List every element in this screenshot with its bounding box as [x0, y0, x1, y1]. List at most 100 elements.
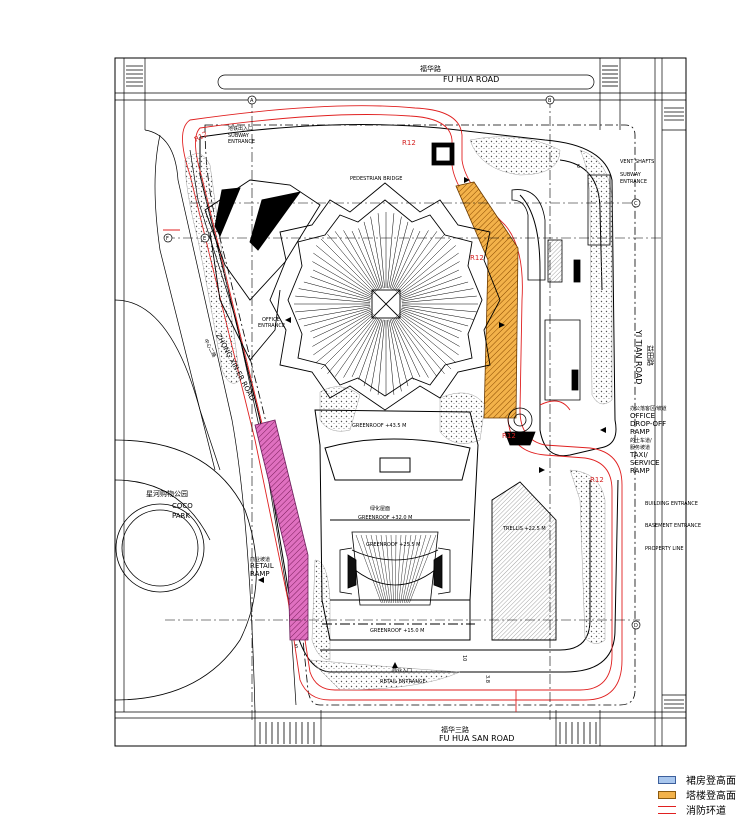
tower-radial-line — [401, 295, 477, 303]
office-ramp-en-1: OFFICE — [630, 412, 655, 420]
tower-radial-line — [303, 281, 371, 301]
grid-marker-label: F — [166, 236, 169, 242]
tower-radial-line — [370, 216, 384, 289]
grid-markers — [163, 95, 641, 630]
tower-radial-line — [310, 276, 372, 299]
retail-hall — [339, 531, 451, 606]
fire-lane-outline — [163, 105, 623, 712]
park-cn: 星河购物公园 — [146, 489, 188, 498]
tower-radial-line — [298, 288, 371, 302]
hall-fan-line — [380, 534, 391, 604]
tower-radial-line — [399, 261, 460, 297]
retail-ramp-cn: 商业坡道 — [250, 556, 270, 563]
east-road-en: YI TIAN ROAD — [634, 329, 643, 384]
legend-item: 塔楼登高面 — [658, 787, 750, 802]
radius-label: R12 — [502, 432, 516, 440]
tower-radial-line — [358, 318, 381, 380]
tower-radial-line — [334, 231, 378, 292]
dim-6: 6 — [577, 164, 580, 170]
subway-nw-en: SUBWAY — [228, 133, 250, 139]
retail-ramp-en-2: RAMP — [250, 570, 270, 578]
hall-fan-line — [407, 534, 432, 604]
tower-radial-line — [393, 230, 429, 291]
retail-ramp-en-1: RETAIL — [250, 562, 274, 570]
tower-radial-line — [320, 315, 375, 370]
grid-marker-label: B — [548, 98, 552, 104]
northeast-structures — [431, 142, 611, 446]
tower-radial-line — [313, 312, 374, 356]
hall-fan-line — [355, 534, 382, 604]
taxi-en-1: TAXI/ — [629, 451, 648, 459]
tower-radial-line — [343, 230, 379, 291]
grid-marker-label: E — [203, 236, 206, 242]
tower-radial-line — [388, 319, 402, 392]
tower-radial-line — [394, 316, 438, 377]
tower-radial-line — [298, 306, 371, 320]
hall-fan-line — [385, 534, 393, 604]
subway-nw-cn: 地铁出入口 — [228, 125, 253, 132]
office-entrance-1: OFFICE — [262, 317, 280, 323]
tower-radial-line — [327, 234, 376, 292]
south-road-en: FU HUA SAN ROAD — [439, 734, 514, 743]
east-road-cn: 益田路 — [646, 345, 655, 366]
tower-radial-line — [401, 281, 469, 301]
tower-radial-line — [398, 252, 459, 296]
hall-fan-line — [360, 534, 384, 604]
park-en-1: COCO — [172, 502, 193, 510]
hall-fan-line — [395, 534, 397, 604]
taxi-cn-2: 服务坡道 — [630, 444, 650, 451]
hall-fan-line — [396, 534, 402, 604]
tower-radial-line — [400, 269, 460, 298]
tower-radial-line — [312, 261, 373, 297]
hall-fan-line — [365, 534, 386, 604]
tower-radial-line — [295, 305, 371, 313]
office-entrance-2: ENTRANCE — [258, 323, 285, 329]
tower-radial-line — [392, 318, 421, 378]
grid-lines — [165, 98, 662, 720]
tower-radial-line — [363, 221, 383, 289]
west-wing — [204, 179, 321, 361]
tower-radial-line — [387, 213, 395, 289]
legend-label: 塔楼登高面 — [686, 791, 736, 802]
tower-radial-line — [387, 319, 395, 395]
tower-radial-line — [392, 230, 421, 290]
park-en-2: PARK — [172, 512, 190, 520]
tower-radial-line — [370, 319, 384, 392]
vent-shafts: VENT SHAFTS — [620, 159, 654, 165]
retail-entrance-cn: 商业入口 — [392, 667, 412, 674]
tower-radial-line — [363, 319, 383, 387]
tower-radial-line — [401, 288, 474, 302]
tower-radial-line — [343, 317, 379, 378]
legend-swatch-tower — [658, 790, 676, 799]
trellis: TRELLIS +22.5 M — [502, 526, 546, 532]
dim-5: 5 — [295, 644, 298, 650]
greenroof-4: GREENROOF +15.0 M — [370, 628, 424, 634]
tower-radial-line — [391, 228, 414, 290]
legend-swatch-fire-lane — [658, 805, 676, 814]
hall-fan-line — [375, 534, 389, 604]
tower-radial-line — [316, 245, 374, 294]
dim-10: 10 — [461, 655, 467, 661]
tower-radial-line — [303, 307, 371, 327]
tower-radial-line — [401, 307, 469, 327]
crosswalks — [126, 65, 684, 744]
drawing-frame — [114, 57, 687, 747]
taxi-en-3: RAMP — [630, 467, 650, 475]
tower-radial-line — [399, 311, 460, 347]
radius-label: R12 — [470, 254, 484, 262]
east-building — [491, 481, 557, 641]
tower-radial-line — [401, 305, 477, 313]
radius-label: R12 — [402, 139, 416, 147]
office-ramp-cn: 办公落客区/坡道 — [630, 405, 667, 412]
subway-nw-en2: ENTRANCE — [228, 139, 255, 145]
tower-radial-line — [389, 221, 409, 289]
hall-fan-line — [400, 534, 412, 604]
dim-3-8: 3.8 — [484, 675, 490, 683]
tower-radial-line — [397, 238, 452, 293]
flow-arrows — [258, 177, 606, 668]
tower-radial-line — [391, 318, 414, 380]
legend-swatch-podium — [658, 775, 676, 784]
tower-radial-line — [316, 314, 374, 363]
landscape-planting — [184, 136, 613, 691]
